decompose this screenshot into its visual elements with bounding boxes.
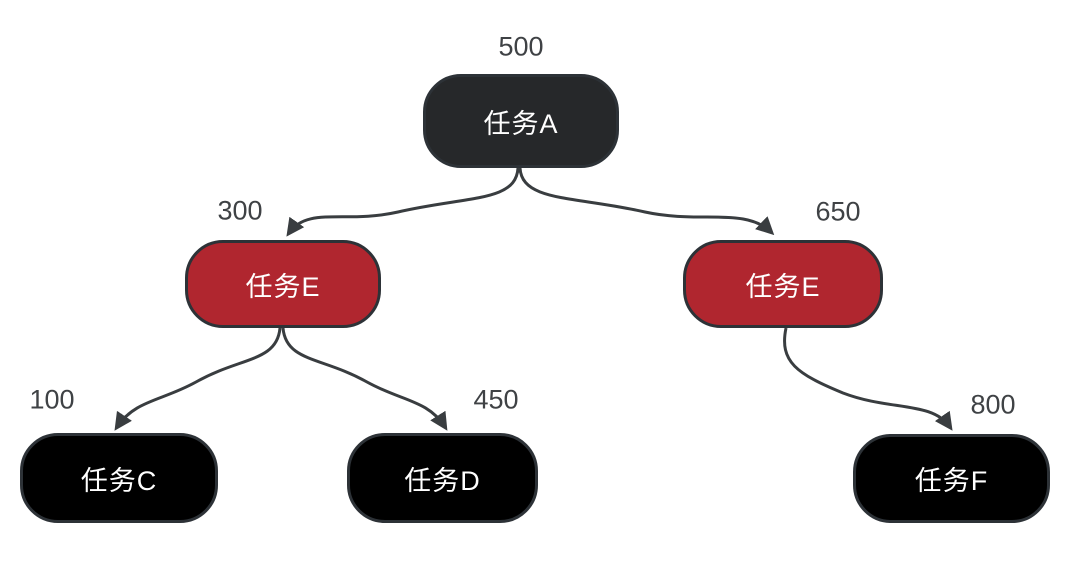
node-value-label: 450 bbox=[473, 384, 519, 415]
node-label: 任务F bbox=[914, 466, 989, 496]
node-value-label: 300 bbox=[217, 195, 263, 226]
node-task-d: 任务D bbox=[347, 433, 538, 523]
node-label: 任务C bbox=[80, 465, 158, 496]
node-label: 任务E bbox=[745, 271, 821, 302]
node-task-e-right: 任务E bbox=[683, 240, 883, 328]
node-task-f: 任务F bbox=[853, 434, 1050, 523]
node-task-e-left: 任务E bbox=[185, 240, 381, 328]
edge-e-left-to-c bbox=[114, 327, 282, 431]
node-label: 任务A bbox=[483, 108, 559, 139]
node-value-label: 100 bbox=[29, 384, 75, 415]
node-label: 任务D bbox=[404, 465, 481, 496]
node-label: 任务E bbox=[245, 271, 321, 302]
node-value-label: 650 bbox=[815, 196, 861, 227]
edge-e-right-to-f bbox=[783, 327, 953, 431]
edge-e-left-to-d bbox=[281, 327, 448, 431]
node-task-c: 任务C bbox=[20, 433, 218, 523]
node-task-a: 任务A bbox=[423, 74, 619, 168]
edge-a-to-e-right bbox=[518, 167, 775, 236]
edge-a-to-e-left bbox=[286, 167, 520, 237]
node-value-label: 800 bbox=[970, 389, 1016, 420]
node-value-label: 500 bbox=[498, 31, 544, 62]
